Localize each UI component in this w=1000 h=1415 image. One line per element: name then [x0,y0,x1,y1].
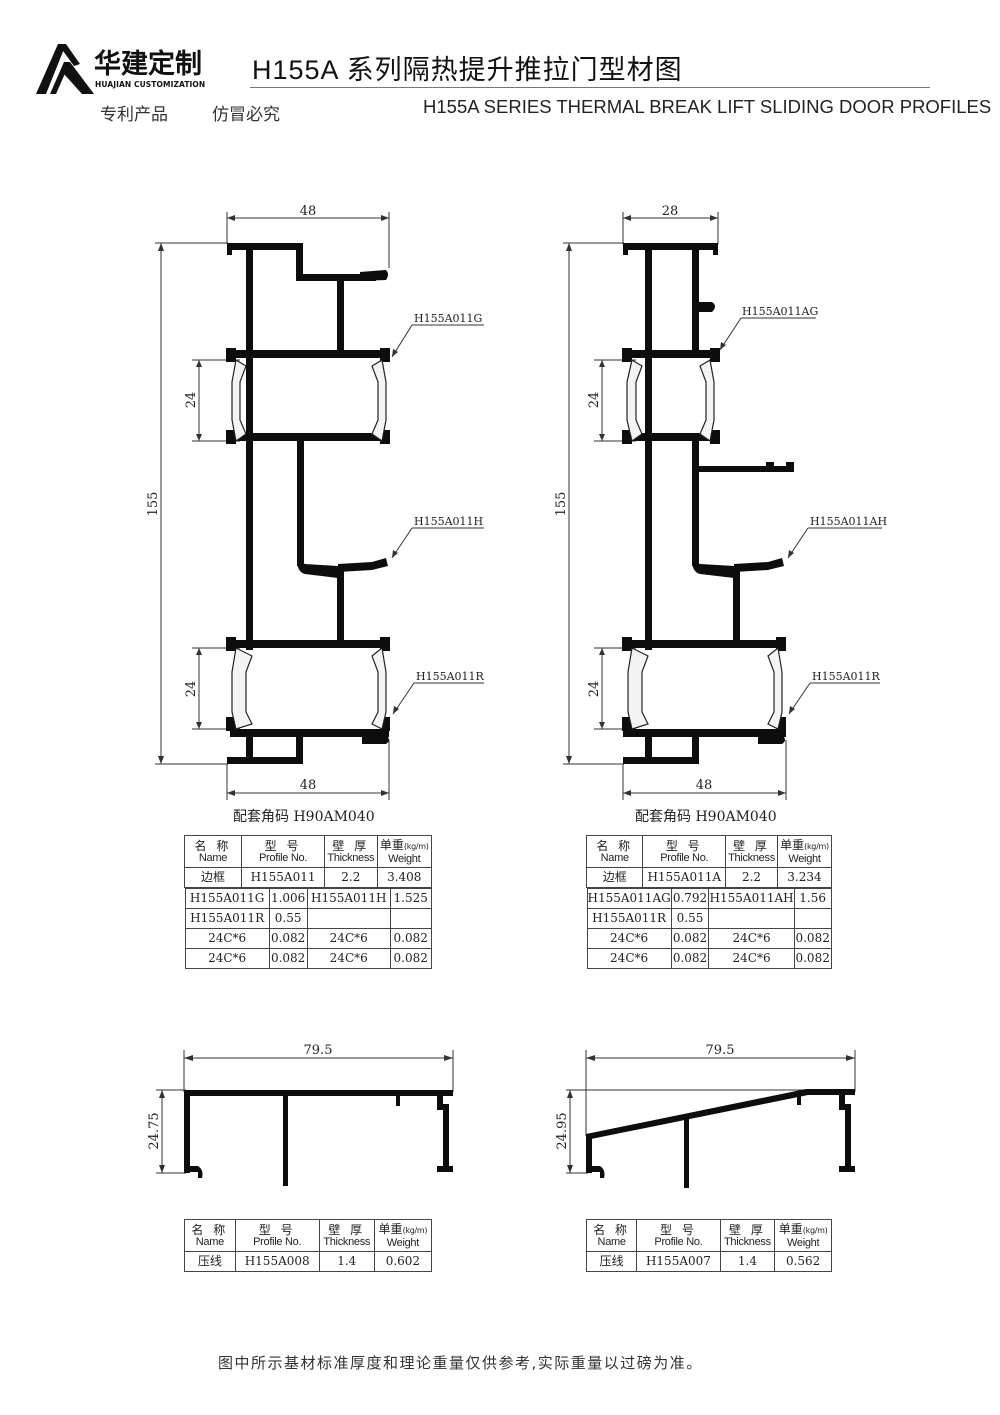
callout-r: H155A011R [812,670,881,683]
dim-total-height: 155 [146,492,161,517]
table-row: 边框 H155A011 2.2 3.408 [184,867,433,888]
dim-bead-width: 79.5 [706,1043,735,1058]
dim-bottom-width: 48 [300,778,317,793]
dim-strip-lower: 24 [587,681,602,698]
dim-strip-upper: 24 [587,392,602,409]
dim-top-width: 28 [662,204,679,219]
table-row: 压线 H155A008 1.4 0.602 [184,1251,433,1272]
page-title-en: H155A SERIES THERMAL BREAK LIFT SLIDING … [423,96,992,117]
slogan-counterfeit: 仿冒必究 [212,105,280,125]
table-row: 压线 H155A007 1.4 0.562 [585,1251,832,1272]
dim-bead-height: 24.75 [147,1112,162,1149]
dim-total-height: 155 [554,492,569,517]
dim-bottom-width: 48 [696,778,713,793]
page-title-cn: H155A 系列隔热提升推拉门型材图 [252,55,683,85]
corner-key-caption-left: 配套角码 H90AM040 [233,809,375,825]
logo-text-cn: 华建定制 [94,49,202,80]
header-divider [250,87,930,88]
dim-bead-width: 79.5 [304,1043,333,1058]
callout-ah: H155A011AH [810,515,887,528]
callout-g: H155A011G [414,312,482,325]
footer-disclaimer: 图中所示基材标准厚度和理论重量仅供参考,实际重量以过磅为准。 [218,1354,703,1372]
dim-strip-upper: 24 [184,392,199,409]
dim-strip-lower: 24 [184,681,199,698]
logo-text-en: HUAJIAN CUSTOMIZATION [95,80,206,89]
company-logo-icon [36,44,94,94]
header: 华建定制 HUAJIAN CUSTOMIZATION H155A 系列隔热提升推… [0,0,1000,135]
slogan-patent: 专利产品 [100,105,168,125]
bead-profile-drawing-left: 79.5 24.75 [147,1043,454,1186]
frame-profile-drawing-right: 28 48 155 24 24 H155A011AG H155A011AH H1… [554,204,887,800]
frame-profile-drawing-left: 48 48 155 24 24 H155A011G H155A011H H155… [146,204,485,800]
callout-h: H155A011H [414,515,483,528]
dim-top-width: 48 [300,204,317,219]
dim-bead-height: 24.95 [555,1112,570,1149]
callout-ag: H155A011AG [742,305,818,318]
corner-key-caption-right: 配套角码 H90AM040 [635,809,777,825]
callout-r: H155A011R [416,670,485,683]
table-row: 边框 H155A011A 2.2 3.234 [585,867,833,888]
bead-profile-drawing-right: 79.5 24.95 [555,1043,856,1188]
